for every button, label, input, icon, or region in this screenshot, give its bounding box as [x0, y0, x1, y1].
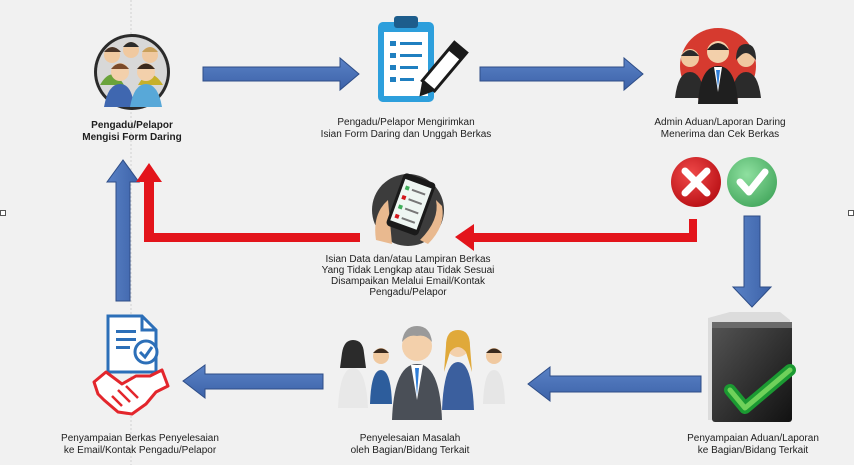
- approve-check-icon: [727, 157, 777, 207]
- checklist-phone-icon: [372, 173, 444, 246]
- clipboard-pencil-icon: [378, 16, 469, 102]
- flow-arrow-2-to-3: [479, 56, 644, 92]
- selection-handle-right[interactable]: [848, 210, 854, 216]
- reject-arrow: [136, 163, 697, 251]
- step1-label: Pengadu/Pelapor Mengisi Form Daring: [82, 120, 182, 143]
- group-people-icon: [94, 34, 170, 110]
- flow-arrow-4-to-5: [527, 365, 702, 403]
- flow-arrow-5-to-6: [182, 364, 324, 400]
- business-team-icon: [338, 326, 505, 420]
- reject-label: Isian Data dan/atau Lampiran Berkas Yang…: [321, 254, 495, 298]
- admin-team-icon: [675, 28, 761, 104]
- step4-label: Penyampaian Aduan/Laporan ke Bagian/Bida…: [687, 433, 819, 456]
- selection-handle-left[interactable]: [0, 210, 6, 216]
- document-handshake-icon: [92, 314, 170, 416]
- step5-label: Penyelesaian Masalah oleh Bagian/Bidang …: [350, 433, 470, 456]
- flow-arrow-3-to-4: [731, 215, 773, 308]
- folder-check-icon: [708, 312, 796, 422]
- step6-label: Penyampaian Berkas Penyelesaian ke Email…: [61, 433, 219, 456]
- flow-arrow-1-to-2: [202, 56, 360, 92]
- flow-arrow-6-to-1: [106, 159, 140, 302]
- step3-label: Admin Aduan/Laporan Daring Menerima dan …: [654, 117, 786, 140]
- reject-x-icon: [671, 157, 721, 207]
- step2-label: Pengadu/Pelapor Mengirimkan Isian Form D…: [320, 117, 492, 140]
